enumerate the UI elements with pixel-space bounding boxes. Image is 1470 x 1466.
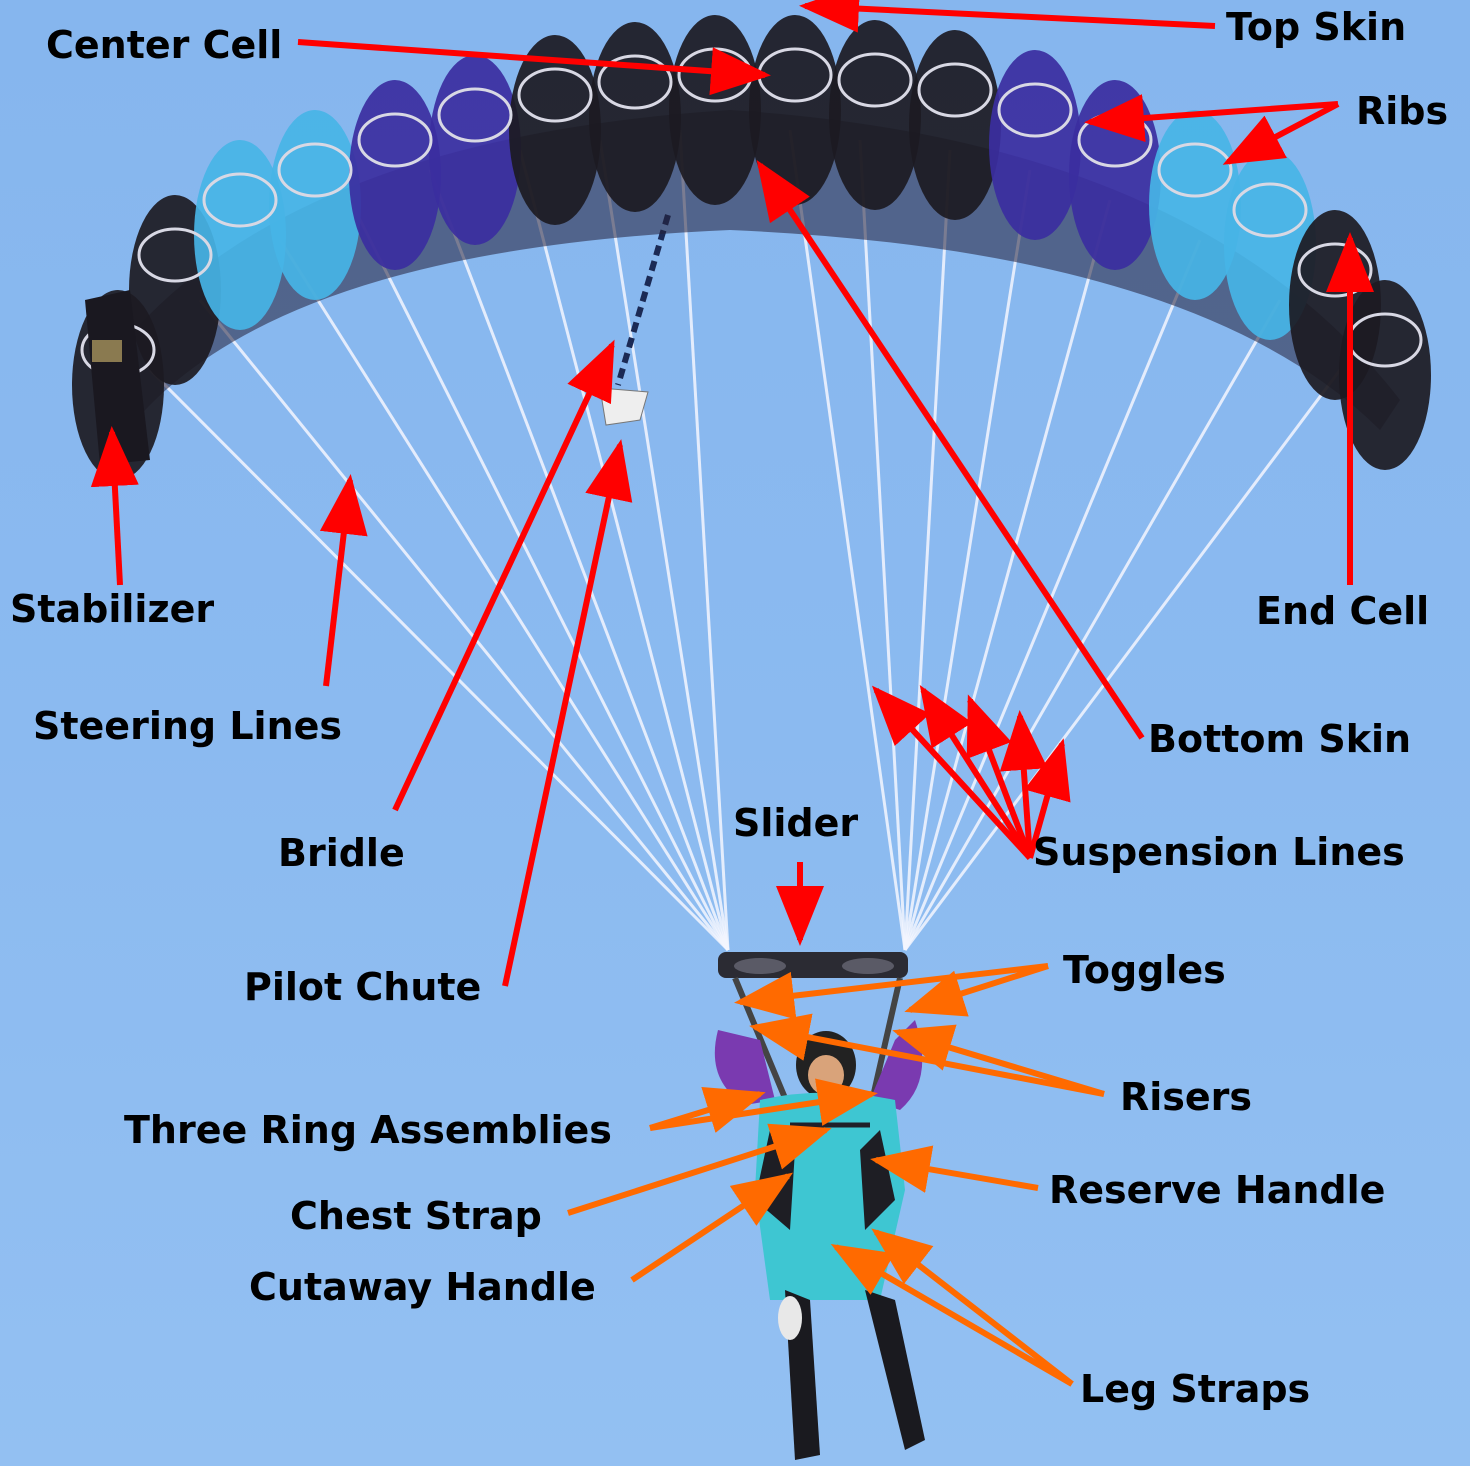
canopy-cell (989, 50, 1081, 240)
label-end-cell: End Cell (1256, 592, 1429, 630)
left-arm (715, 1030, 775, 1105)
callout-arrow-red (505, 445, 620, 986)
canopy-drawing (72, 15, 1431, 480)
label-top-skin: Top Skin (1226, 8, 1406, 46)
canopy-cell (909, 30, 1001, 220)
label-slider: Slider (733, 804, 858, 842)
label-leg-straps: Leg Straps (1080, 1370, 1310, 1408)
pilot-chute-shape (600, 388, 648, 425)
canopy-cell (669, 15, 761, 205)
label-stabilizer: Stabilizer (10, 590, 214, 628)
label-reserve-handle: Reserve Handle (1049, 1171, 1385, 1209)
callout-arrow-red (326, 480, 350, 686)
suspension-line (150, 370, 728, 950)
label-bridle: Bridle (278, 834, 405, 872)
suspension-line (430, 170, 728, 950)
face (808, 1055, 844, 1095)
canopy-cell (589, 22, 681, 212)
suspension-line (520, 150, 728, 950)
label-three-ring-assemblies: Three Ring Assemblies (124, 1111, 612, 1149)
slider-grommet (734, 958, 786, 974)
suspension-line (860, 140, 905, 950)
label-bottom-skin: Bottom Skin (1148, 720, 1411, 758)
label-chest-strap: Chest Strap (290, 1197, 542, 1235)
canopy-cell (269, 110, 361, 300)
right-leg (865, 1290, 925, 1450)
label-steering-lines: Steering Lines (33, 707, 342, 745)
canopy-label-patch (92, 340, 122, 362)
slider-grommet (842, 958, 894, 974)
canopy-cell (749, 15, 841, 205)
knee-pad (778, 1296, 802, 1340)
label-cutaway-handle: Cutaway Handle (249, 1268, 596, 1306)
label-pilot-chute: Pilot Chute (244, 968, 481, 1006)
canopy-cell (829, 20, 921, 210)
label-toggles: Toggles (1063, 951, 1226, 989)
canopy-cell (1069, 80, 1161, 270)
canopy-cell (429, 55, 521, 245)
label-suspension-lines: Suspension Lines (1033, 833, 1405, 871)
suspension-line (905, 150, 950, 950)
label-ribs: Ribs (1356, 92, 1448, 130)
label-risers: Risers (1120, 1078, 1252, 1116)
callout-arrow-red (395, 345, 612, 810)
suspension-line (680, 130, 728, 950)
suspension-line (600, 140, 728, 950)
label-center-cell: Center Cell (46, 26, 282, 64)
canopy-cell (349, 80, 441, 270)
